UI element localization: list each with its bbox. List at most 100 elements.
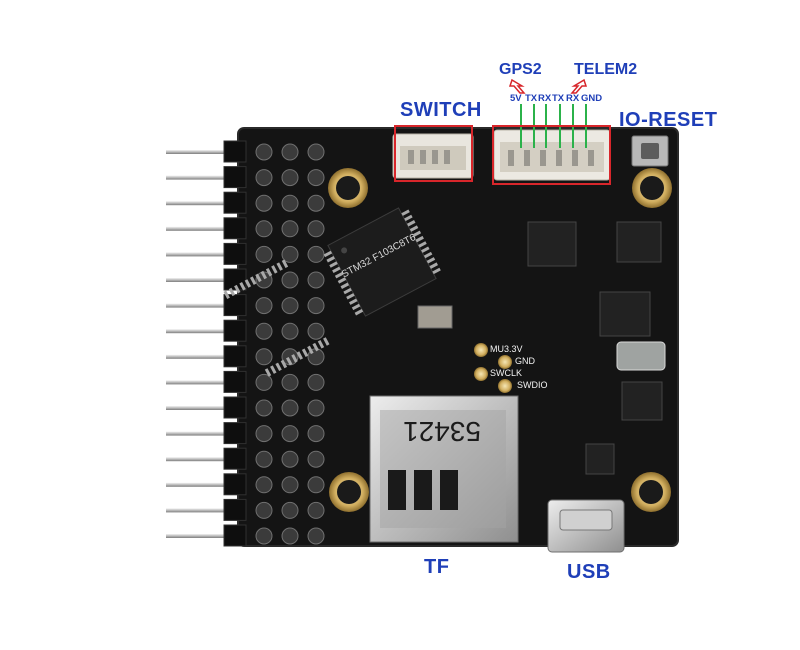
header-pin (166, 150, 232, 154)
switch-highlight-box (394, 125, 473, 182)
pin-label-gnd: GND (581, 93, 603, 104)
mcu-leg (223, 290, 230, 299)
header-pad (255, 143, 273, 161)
header-pad (281, 271, 299, 289)
header-pin (166, 406, 232, 410)
mcu-leg (415, 235, 424, 243)
io-reset-button (631, 135, 669, 167)
mcu-leg (234, 284, 241, 294)
header-pad (307, 271, 325, 289)
silk-swclk: SWCLK (490, 368, 523, 378)
mcu-leg (340, 282, 350, 289)
header-pad (281, 245, 299, 263)
mcu-leg (271, 265, 278, 274)
mounting-holes (328, 168, 672, 512)
mcu-leg (323, 250, 333, 258)
mcu-leg (429, 262, 438, 269)
header-pad (307, 220, 325, 238)
tf-label: TF (424, 556, 450, 578)
mcu-leg (346, 293, 355, 300)
header-pin (166, 508, 232, 513)
header-pad (281, 425, 299, 443)
tf-card-slot: 53421 (369, 395, 519, 543)
header-pad (307, 297, 325, 315)
header-pad (281, 501, 299, 519)
mcu-leg (275, 362, 282, 372)
header-housing (223, 498, 247, 521)
mcu-leg (323, 337, 330, 346)
header-pad (255, 373, 273, 391)
header-pin (166, 354, 232, 359)
mcu-leg (307, 345, 314, 355)
header-housing (223, 242, 247, 265)
header-pad (255, 501, 273, 519)
header-housing (223, 422, 247, 445)
svg-text:53421: 53421 (403, 416, 481, 447)
header-pad (307, 245, 325, 263)
header-pad (307, 169, 325, 187)
mcu-leg (276, 262, 283, 271)
header-pin (166, 252, 232, 257)
mcu-leg (334, 271, 344, 279)
header-pad (281, 194, 299, 212)
pin-header (166, 140, 325, 547)
header-pad (281, 373, 299, 391)
header-pad (281, 527, 299, 545)
header-pad (307, 527, 325, 545)
telem2-arrow-icon (570, 78, 588, 94)
mcu-leg (249, 276, 257, 285)
mcu-leg (228, 287, 236, 297)
mcu-leg (265, 267, 273, 277)
mcu-leg (317, 340, 325, 349)
header-pin (166, 482, 232, 487)
mcu-leg (354, 309, 364, 316)
header-pad (281, 143, 299, 161)
switch-connector (392, 133, 474, 179)
header-housing (223, 447, 247, 470)
mcu-leg (270, 365, 277, 374)
header-pin (166, 329, 232, 334)
header-pin (166, 303, 232, 308)
mcu-leg (349, 298, 358, 305)
header-housing (223, 166, 247, 189)
mcu-leg (351, 303, 361, 311)
header-pin (166, 226, 232, 231)
header-pin (166, 201, 232, 206)
silk-mu33v: MU3.3V (490, 344, 523, 354)
mcu-leg (421, 246, 430, 253)
header-housing (223, 473, 247, 496)
header-pad (255, 425, 273, 443)
mcu-leg (426, 257, 436, 264)
switch-label: SWITCH (400, 99, 482, 121)
header-pin (166, 534, 232, 538)
silk-swdio: SWDIO (517, 380, 548, 390)
mcu-leg (423, 251, 433, 259)
header-pad (281, 297, 299, 315)
io-reset-label: IO-RESET (619, 109, 718, 131)
header-housing (223, 524, 247, 547)
gps2-arrow-icon (508, 78, 526, 94)
header-pad (307, 450, 325, 468)
header-pad (281, 322, 299, 340)
header-pad (281, 476, 299, 494)
header-housing (223, 370, 247, 393)
mcu-leg (329, 261, 338, 268)
header-housing (223, 140, 247, 163)
mcu-leg (291, 354, 298, 363)
mcu-leg (406, 220, 416, 227)
mcu-leg (264, 368, 272, 377)
header-pad (255, 527, 273, 545)
header-housing (223, 319, 247, 342)
mcu-leg (301, 348, 309, 357)
header-pad (255, 348, 273, 366)
mcu-leg (260, 270, 267, 280)
header-pad (307, 476, 325, 494)
mcu-leg (409, 225, 419, 232)
header-housing (223, 396, 247, 419)
pin-label-tx-1: TX (525, 93, 538, 104)
mcu-leg (255, 273, 262, 283)
header-pad (255, 297, 273, 315)
mcu-leg (280, 359, 288, 369)
header-pin (166, 380, 232, 385)
